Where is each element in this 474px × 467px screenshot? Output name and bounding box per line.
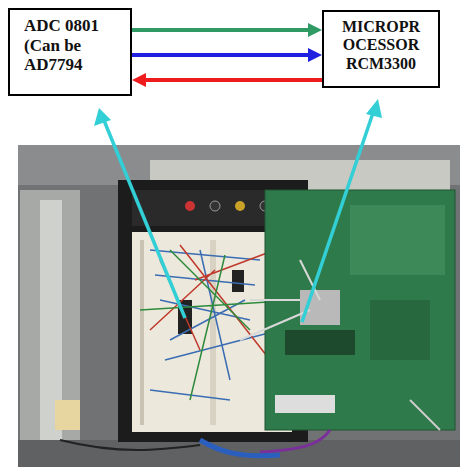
prototype-area [370,300,430,360]
signal-arrow [132,48,322,62]
signal-arrow [132,73,322,87]
binding-post [210,201,220,211]
sensor-pad [55,400,80,430]
leader-arrowhead [366,99,382,118]
header-pins [275,395,335,413]
cable [260,430,330,452]
led-matrix [350,205,445,275]
box-label: ADC 0801 (Can be AD7794 [24,16,100,75]
probe-wire [410,400,440,430]
table-edge [18,440,460,467]
binding-post [235,201,245,211]
signal-line [132,53,310,57]
photo-background [18,145,460,467]
arrowhead [308,48,322,62]
lab-photo [18,145,460,467]
component-box: MICROPR OCESSOR RCM3300 [322,10,440,88]
leader-arrowhead [94,108,111,126]
binding-post [185,201,195,211]
leader-arrows [94,99,382,322]
bus-strip [140,240,144,425]
ic-chip [232,270,244,292]
pcb [265,190,455,430]
connector [285,330,355,355]
component-box: ADC 0801 (Can be AD7794 [8,8,132,96]
leader-line [302,110,374,322]
box-label: MICROPR OCESSOR RCM3300 [330,18,432,73]
cables [60,400,440,456]
rcm3300-board [240,190,455,430]
cable [60,440,200,450]
arrowhead [132,73,146,87]
metal-rail [20,190,80,460]
signal-line [132,28,310,32]
cable [200,440,280,456]
signal-arrow [132,23,322,37]
arrowhead [308,23,322,37]
signal-line [144,78,322,82]
leader-line [103,118,185,318]
